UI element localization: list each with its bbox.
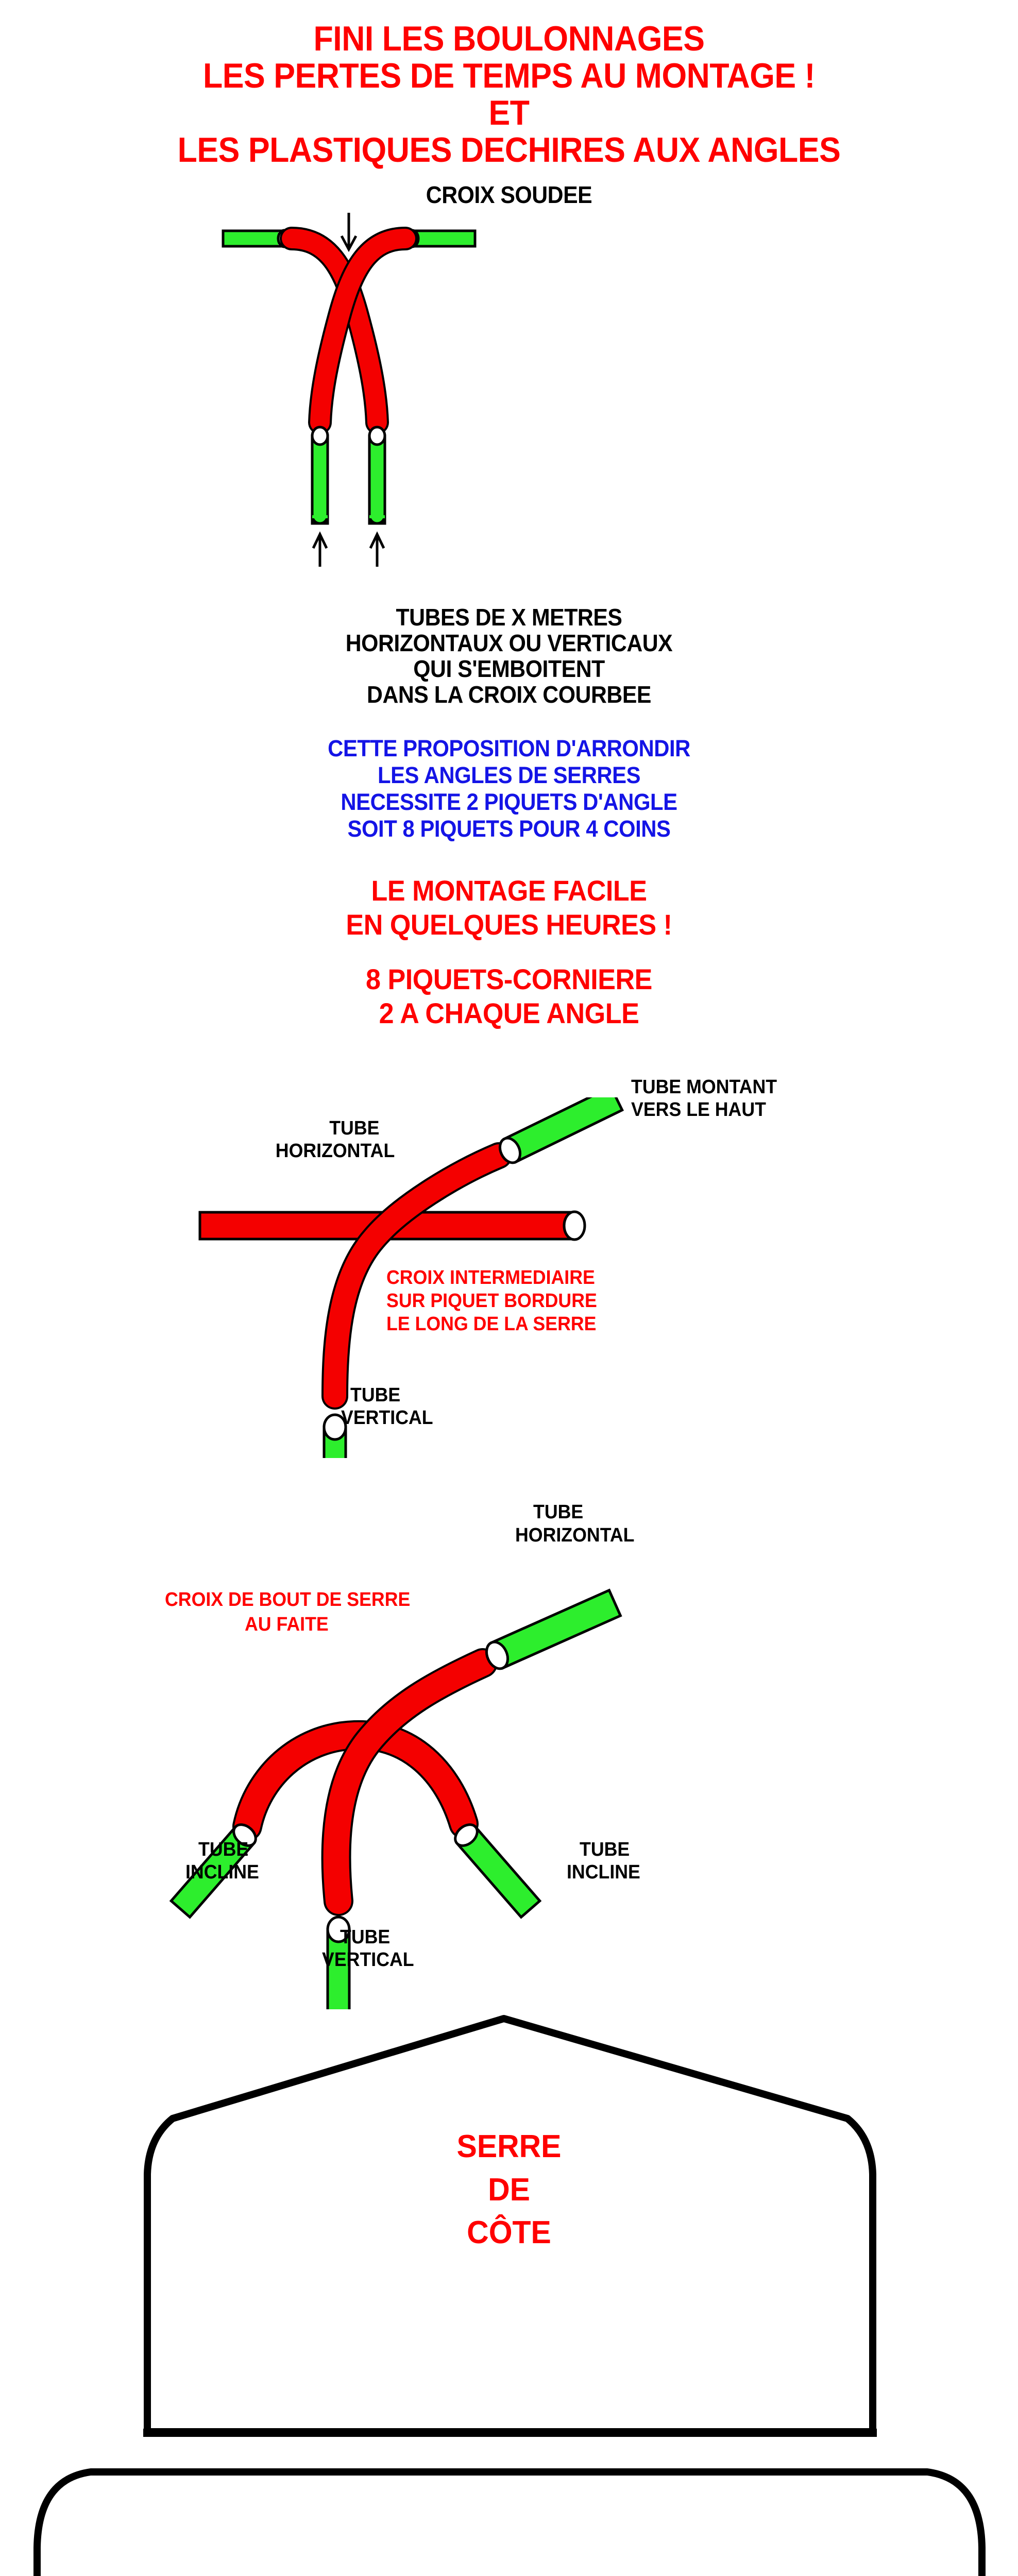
end-cross-diagram [155, 1546, 721, 2009]
welded-cross-caption-line-2: HORIZONTAUX OU VERTICAUX [345, 630, 673, 656]
intermediate-label-vertical-line-2: VERTICAL [341, 1407, 433, 1429]
end-cross-label-vertical-line-1: TUBE [340, 1926, 391, 1948]
greenhouse-side-outline [134, 2009, 891, 2442]
green-tube-top-right [485, 1588, 622, 1670]
greenhouse-side-label-line-3: CÔTE [467, 2215, 551, 2251]
end-cross-label-incline-right-line-1: TUBE [580, 1839, 630, 1860]
greenhouse-side-path [144, 2015, 876, 2435]
red-note-line-2: EN QUELQUES HEURES ! [346, 908, 672, 941]
blue-note-line-4: SOIT 8 PIQUETS POUR 4 COINS [347, 816, 671, 842]
green-tube-bottom-left [311, 426, 329, 525]
end-cross-caption-line-2: AU FAITE [245, 1614, 329, 1635]
end-cross-caption-line-1: CROIX DE BOUT DE SERRE [165, 1589, 411, 1611]
green-tube-incline-left [169, 1823, 257, 1919]
intermediate-cross-diagram [170, 1097, 659, 1458]
green-tube-vertical [326, 1916, 351, 2009]
greenhouse-side-label: SERRE DE CÔTE [25, 2125, 992, 2255]
greenhouse-front-outline [26, 2452, 994, 2576]
intermediate-caption-line-3: LE LONG DE LA SERRE [386, 1313, 597, 1335]
end-cross-label-vertical-line-2: VERTICAL [322, 1949, 414, 1971]
welded-cross-caption-line-1: TUBES DE X METRES [396, 604, 622, 631]
blue-note-line-1: CETTE PROPOSITION D'ARRONDIR [328, 735, 690, 761]
green-tube-vertical [323, 1413, 347, 1458]
welded-cross-caption-line-4: DANS LA CROIX COURBEE [367, 681, 651, 708]
intermediate-label-vertical-line-1: TUBE [350, 1384, 401, 1406]
arrow-up-icon-right [369, 531, 385, 567]
green-tube-incline-right [454, 1823, 542, 1919]
end-cross-label-incline-left-line-1: TUBE [198, 1839, 249, 1860]
headline-line-2: LES PERTES DE TEMPS AU MONTAGE ! [203, 56, 815, 95]
intermediate-label-horizontal-line-2: HORIZONTAL [275, 1140, 395, 1162]
greenhouse-side-label-line-2: DE [488, 2172, 530, 2208]
end-cross-label-incline-left-line-2: INCLINE [185, 1861, 259, 1883]
arrow-up-icon-left [312, 531, 328, 567]
intermediate-label-horizontal-line-1: TUBE [329, 1117, 379, 1139]
end-cross-label-horizontal-line-2: HORIZONTAL [515, 1524, 635, 1546]
green-tube-bottom-right [368, 426, 386, 525]
welded-cross-title: CROIX SOUDEE [426, 181, 592, 208]
welded-cross-caption-line-3: QUI S'EMBOITENT [413, 655, 605, 682]
green-tube-up-right [498, 1097, 624, 1164]
headline-line-1: FINI LES BOULONNAGES [313, 19, 705, 58]
red-note-line-3: 8 PIQUETS-CORNIERE [366, 963, 652, 995]
intermediate-caption-line-2: SUR PIQUET BORDURE [386, 1290, 597, 1312]
blue-note-line-3: NECESSITE 2 PIQUETS D'ANGLE [341, 789, 677, 815]
red-note-line-1: LE MONTAGE FACILE [371, 874, 647, 907]
end-cross-label-incline-right-line-2: INCLINE [567, 1861, 640, 1883]
headline-line-4: LES PLASTIQUES DECHIRES AUX ANGLES [177, 130, 841, 170]
intermediate-label-montant-line-2: VERS LE HAUT [631, 1099, 766, 1121]
red-note-line-4: 2 A CHAQUE ANGLE [379, 997, 639, 1029]
intermediate-label-montant-line-1: TUBE MONTANT [631, 1076, 777, 1098]
arrow-down-icon [340, 213, 358, 252]
greenhouse-front-path [33, 2468, 986, 2576]
end-cross-label-horizontal-line-1: TUBE [533, 1501, 584, 1523]
greenhouse-side-label-line-1: SERRE [456, 2129, 562, 2164]
blue-note-line-2: LES ANGLES DE SERRES [377, 762, 641, 788]
headline-line-3: ET [488, 93, 530, 132]
intermediate-caption-line-1: CROIX INTERMEDIAIRE [386, 1267, 595, 1289]
welded-cross-diagram [206, 206, 814, 598]
